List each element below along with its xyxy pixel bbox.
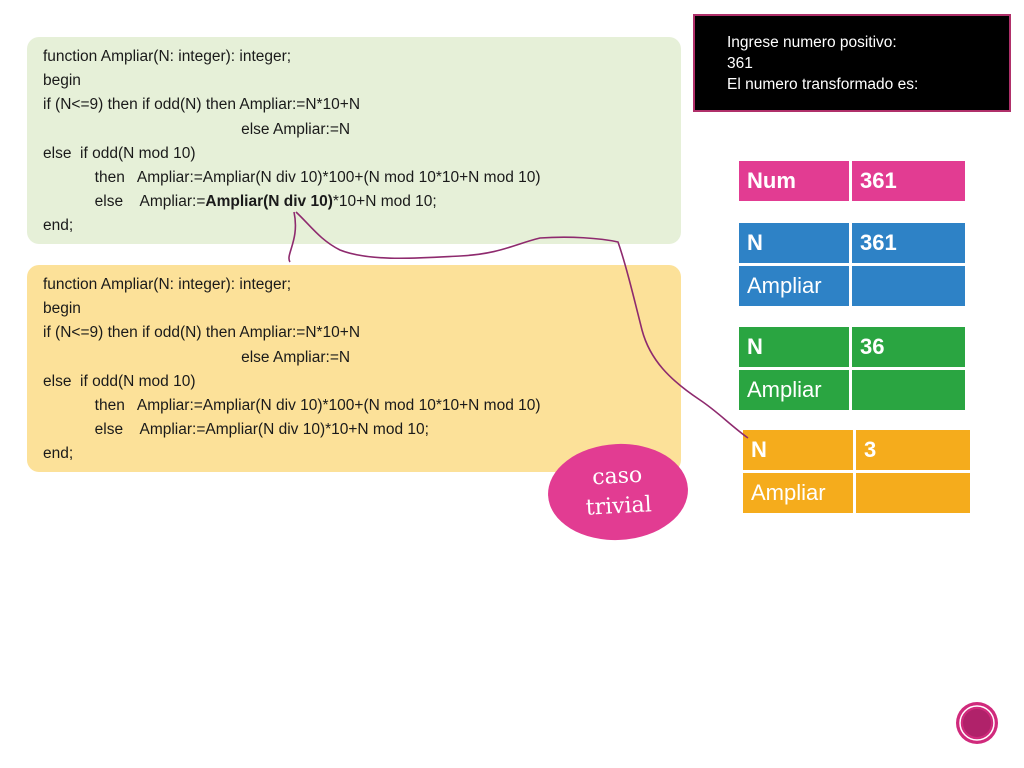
call-frame-level-3: N 3 Ampliar bbox=[743, 430, 970, 516]
table-row: Ampliar bbox=[743, 473, 970, 513]
code-line: else Ampliar:=Ampliar(N div 10)*10+N mod… bbox=[43, 421, 429, 439]
code-line: else Ampliar:=N bbox=[43, 120, 351, 138]
code-line: else Ampliar:=N bbox=[43, 348, 351, 366]
table-row: N 361 bbox=[739, 223, 965, 263]
code-block-recursive-call: function Ampliar(N: integer): integer; b… bbox=[27, 37, 681, 244]
call-frame-level-1: N 361 Ampliar bbox=[739, 223, 965, 309]
ampliar-label: Ampliar bbox=[739, 266, 849, 306]
code-line: if (N<=9) then if odd(N) then Ampliar:=N… bbox=[43, 96, 361, 114]
n-value: 36 bbox=[852, 327, 965, 367]
code-line: else if odd(N mod 10) bbox=[43, 372, 196, 390]
ampliar-label: Ampliar bbox=[743, 473, 853, 513]
code-line: end; bbox=[43, 217, 74, 235]
table-row: N 36 bbox=[739, 327, 965, 367]
table-row: Ampliar bbox=[739, 266, 965, 306]
highlighted-recursive-call: Ampliar(N div 10) bbox=[205, 193, 333, 211]
table-row: Ampliar bbox=[739, 370, 965, 410]
code-line: else if odd(N mod 10) bbox=[43, 144, 196, 162]
code-line: begin bbox=[43, 72, 81, 90]
num-value: 361 bbox=[852, 161, 965, 201]
n-value: 3 bbox=[856, 430, 970, 470]
console-line: Ingrese numero positivo: bbox=[727, 34, 897, 51]
num-variable-table: Num 361 bbox=[739, 161, 965, 204]
n-label: N bbox=[739, 223, 849, 263]
code-text: else Ampliar:= bbox=[43, 193, 206, 211]
call-frame-level-2: N 36 Ampliar bbox=[739, 327, 965, 413]
console-line: El numero transformado es: bbox=[727, 76, 919, 93]
code-line-highlighted: else Ampliar:=Ampliar(N div 10)*10+N mod… bbox=[43, 190, 681, 214]
code-line: function Ampliar(N: integer): integer; bbox=[43, 276, 292, 293]
code-block-base-case: function Ampliar(N: integer): integer; b… bbox=[27, 265, 681, 472]
num-label: Num bbox=[739, 161, 849, 201]
table-row: N 3 bbox=[743, 430, 970, 470]
code-line: function Ampliar(N: integer): integer; bbox=[43, 48, 292, 65]
table-row: Num 361 bbox=[739, 161, 965, 201]
ampliar-value bbox=[852, 370, 965, 410]
ampliar-value bbox=[852, 266, 965, 306]
annotation-text: caso bbox=[591, 462, 643, 491]
code-text: *10+N mod 10; bbox=[332, 193, 437, 211]
ampliar-label: Ampliar bbox=[739, 370, 849, 410]
n-label: N bbox=[743, 430, 853, 470]
n-label: N bbox=[739, 327, 849, 367]
code-line: then Ampliar:=Ampliar(N div 10)*100+(N m… bbox=[43, 396, 541, 414]
console-output: Ingrese numero positivo: 361 El numero t… bbox=[693, 14, 1011, 112]
ampliar-value bbox=[856, 473, 970, 513]
slide-number-badge-icon bbox=[956, 702, 998, 744]
code-line: begin bbox=[43, 300, 81, 318]
console-line: 361 bbox=[727, 55, 753, 72]
code-line: then Ampliar:=Ampliar(N div 10)*100+(N m… bbox=[43, 168, 541, 186]
n-value: 361 bbox=[852, 223, 965, 263]
code-line: end; bbox=[43, 445, 74, 463]
annotation-text: trivial bbox=[585, 492, 653, 521]
code-line: if (N<=9) then if odd(N) then Ampliar:=N… bbox=[43, 324, 361, 342]
